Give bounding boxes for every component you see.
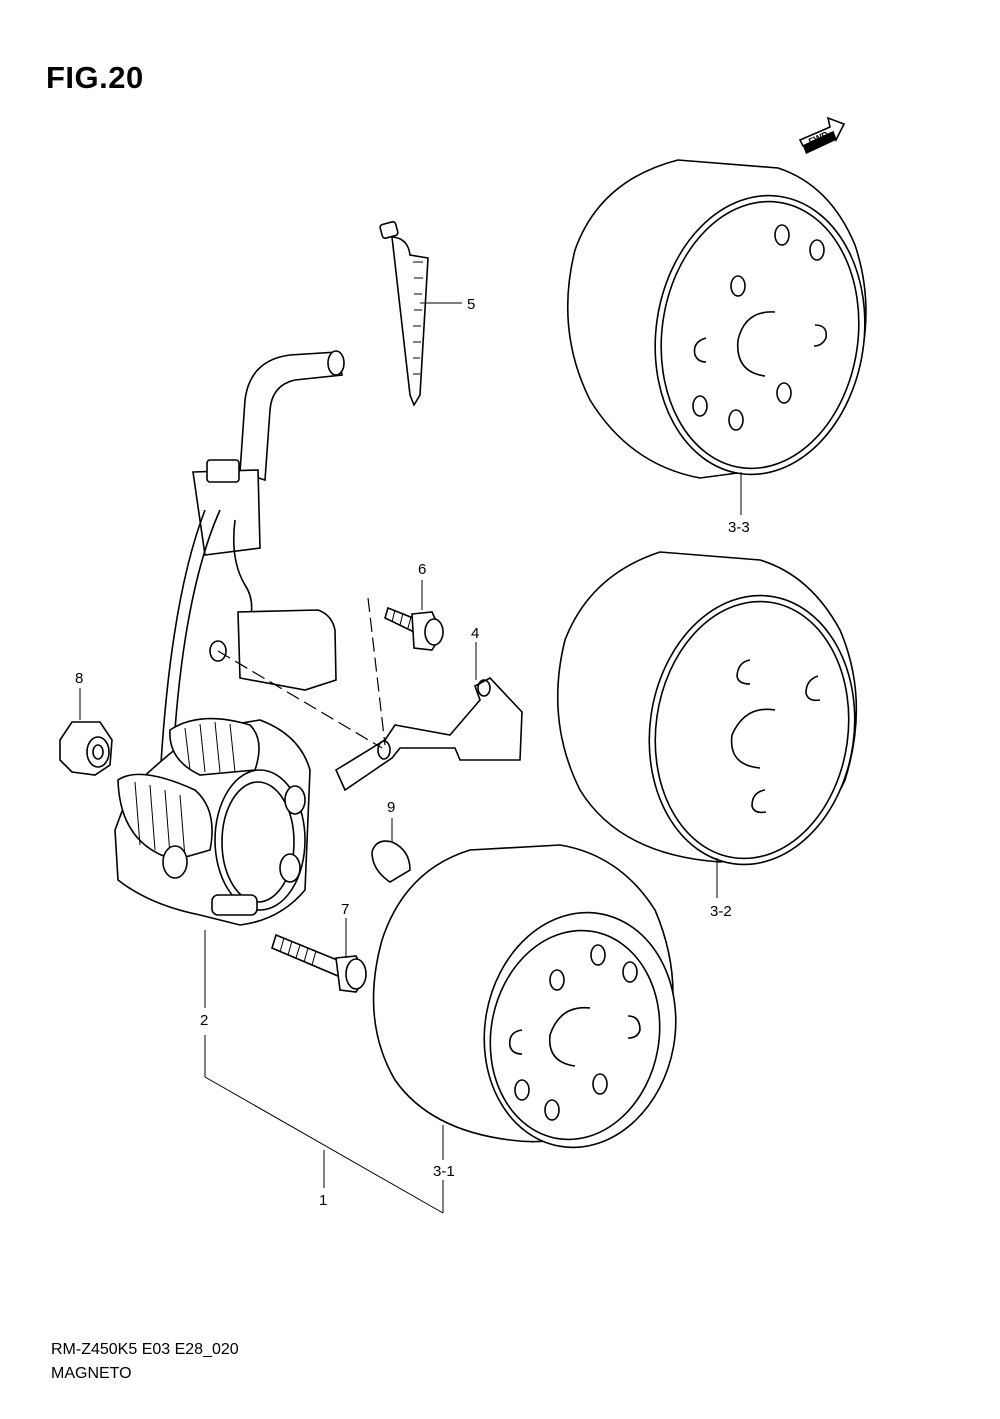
nut-8-icon (59, 721, 113, 776)
diagram-footer: RM-Z450K5 E03 E28_020 MAGNETO (51, 1338, 239, 1386)
rotor-3-1-icon (372, 844, 677, 1149)
woodruff-key-9-icon (371, 840, 411, 883)
leader-lines (79, 302, 742, 1214)
callout-8: 8 (75, 670, 83, 687)
callout-1: 1 (319, 1192, 327, 1209)
callout-5: 5 (467, 296, 475, 313)
callout-4: 4 (471, 625, 479, 642)
rotor-3-2-icon (556, 551, 858, 866)
callout-7: 7 (341, 901, 349, 918)
fwd-arrow-icon: FWD (798, 116, 846, 154)
section-name: MAGNETO (51, 1365, 132, 1382)
callout-3-3: 3-3 (728, 519, 750, 536)
bolt-7-icon (271, 933, 367, 993)
screw-6-icon (384, 606, 444, 651)
cable-tie-5-icon (379, 221, 429, 407)
callout-6: 6 (418, 561, 426, 578)
bracket-4-icon (334, 677, 523, 792)
callout-2: 2 (200, 1012, 208, 1029)
stator-2-icon (114, 350, 345, 926)
model-code: RM-Z450K5 E03 E28_020 (51, 1341, 239, 1358)
rotor-3-3-icon (566, 159, 867, 479)
alignment-lines (217, 597, 386, 749)
callout-3-2: 3-2 (710, 903, 732, 920)
callout-3-1: 3-1 (433, 1163, 455, 1180)
callout-9: 9 (387, 799, 395, 816)
figure-title: FIG.20 (46, 60, 144, 95)
